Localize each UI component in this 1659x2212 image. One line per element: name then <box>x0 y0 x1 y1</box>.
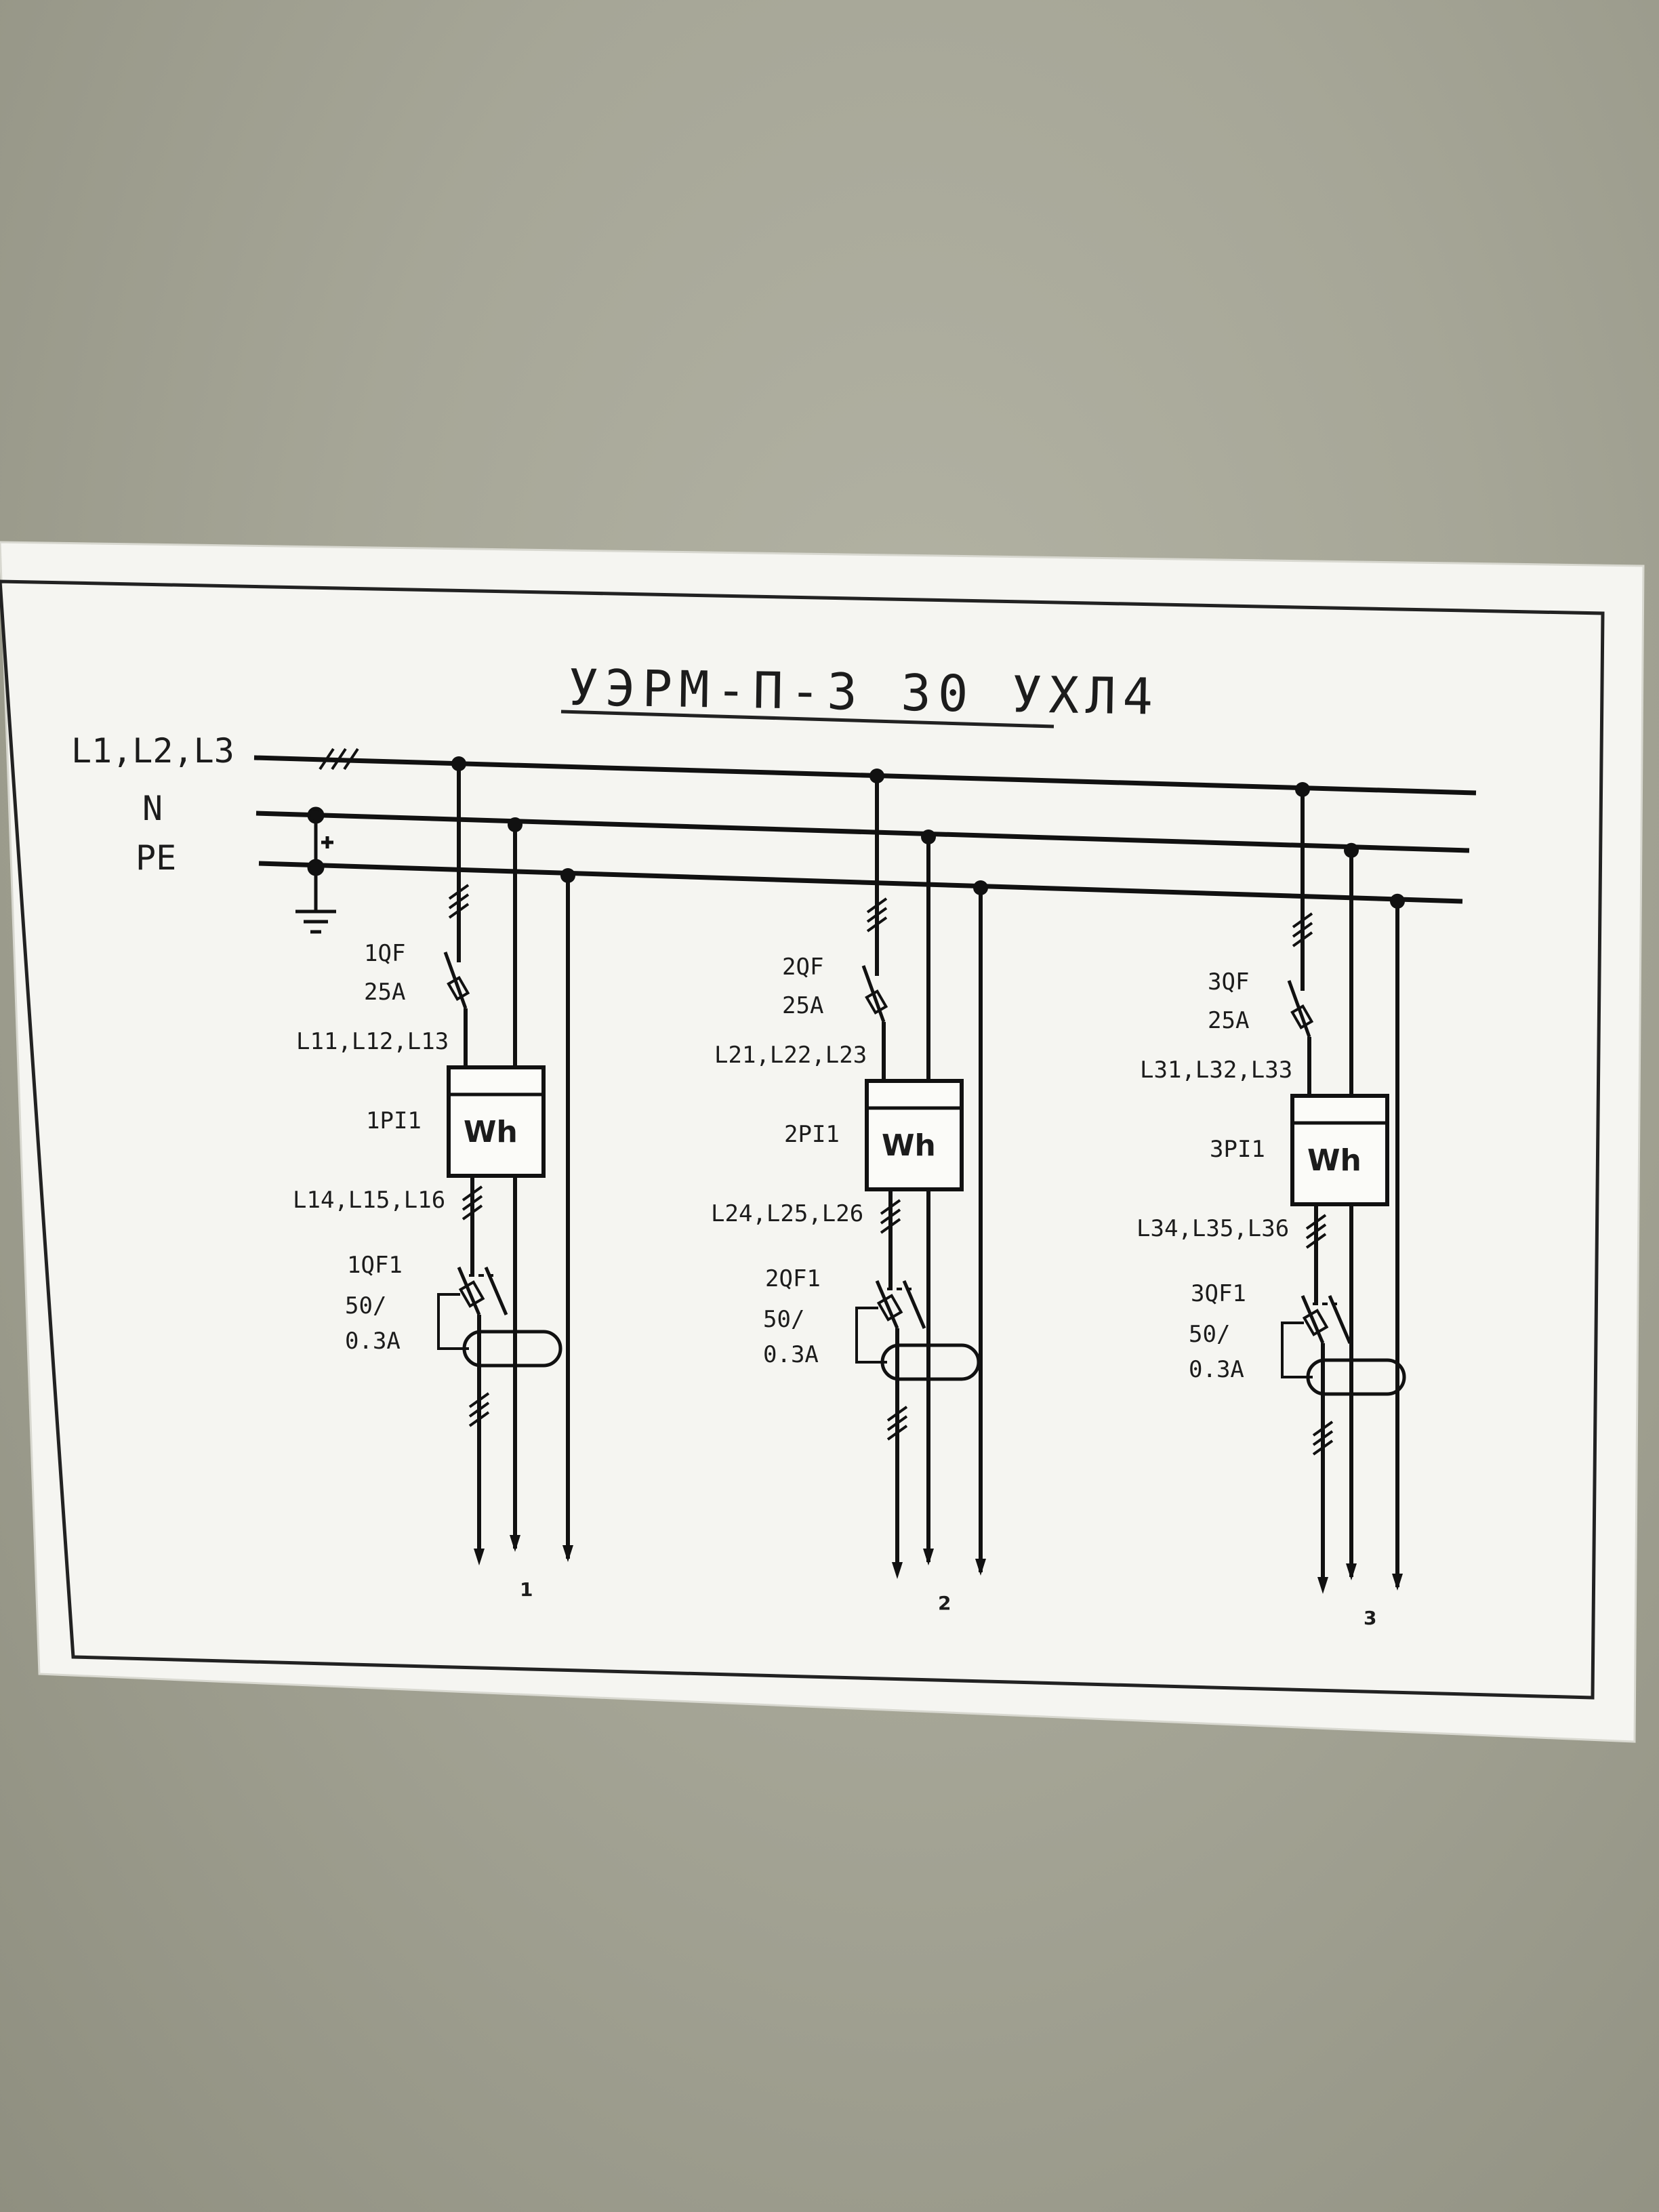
arrow <box>1317 1577 1328 1594</box>
rcd-sensitivity: 0.3A <box>1189 1356 1244 1383</box>
breaker-label: 1QF <box>364 940 405 967</box>
input-lines-label: L11,L12,L13 <box>296 1028 449 1055</box>
arrow <box>510 1535 520 1552</box>
rcd-sensitivity: 0.3A <box>763 1341 819 1368</box>
rcd-trip-element <box>876 1294 903 1322</box>
breaker-trip-element <box>1290 1004 1314 1029</box>
current-transformer <box>462 1330 562 1368</box>
title-underline <box>560 710 1054 729</box>
rcd-rating: 50/ <box>1189 1321 1230 1348</box>
rcd-contact <box>457 1267 481 1315</box>
output-lines-label: L24,L25,L26 <box>711 1200 863 1227</box>
rcd-contact <box>875 1280 899 1329</box>
ground-symbol <box>295 806 336 934</box>
breaker-rating: 25A <box>364 979 405 1006</box>
arrow <box>1346 1563 1357 1580</box>
rcd-sense-loop <box>855 1307 887 1364</box>
feeder-number: 2 <box>938 1592 951 1614</box>
bus-tick-marks <box>319 747 359 771</box>
breaker-trip-element <box>447 976 470 1001</box>
rcd-label: 1QF1 <box>347 1252 403 1279</box>
arrow <box>562 1545 573 1562</box>
breaker-label: 2QF <box>782 954 823 981</box>
meter-label: 1PI1 <box>366 1107 422 1134</box>
arrow <box>474 1549 485 1565</box>
energy-meter <box>1290 1094 1389 1206</box>
energy-meter <box>865 1079 964 1191</box>
meter-symbol: Wh <box>464 1115 518 1149</box>
energy-meter <box>447 1065 546 1178</box>
rcd-label: 2QF1 <box>765 1265 821 1292</box>
bus-label-phases: L1,L2,L3 <box>71 731 234 771</box>
rcd-label: 3QF1 <box>1191 1280 1246 1307</box>
arrow <box>892 1562 903 1579</box>
arrow <box>1392 1574 1403 1591</box>
breaker-trip-element <box>865 989 888 1015</box>
output-lines-label: L14,L15,L16 <box>293 1187 445 1214</box>
breaker-rating: 25A <box>782 992 823 1019</box>
arrow <box>975 1559 986 1576</box>
meter-symbol: Wh <box>1307 1143 1361 1178</box>
meter-label: 3PI1 <box>1210 1136 1265 1163</box>
rcd-trip-element <box>1302 1309 1329 1336</box>
bus-label-neutral: N <box>142 789 163 828</box>
breaker-label: 3QF <box>1208 968 1249 996</box>
feeder-number: 3 <box>1364 1607 1376 1629</box>
input-lines-label: L21,L22,L23 <box>714 1042 867 1069</box>
bus-label-pe: PE <box>136 838 176 878</box>
rcd-sense-loop <box>437 1293 469 1350</box>
arrow <box>923 1549 934 1565</box>
breaker-rating: 25A <box>1208 1007 1249 1034</box>
current-transformer <box>880 1343 981 1381</box>
current-transformer <box>1306 1358 1406 1396</box>
rcd-rating: 50/ <box>763 1306 804 1333</box>
drawing-frame <box>0 579 1605 1700</box>
rcd-sensitivity: 0.3A <box>345 1328 401 1355</box>
meter-symbol: Wh <box>882 1128 936 1163</box>
meter-label: 2PI1 <box>784 1121 840 1148</box>
rcd-sense-loop <box>1281 1322 1313 1378</box>
rcd-trip-element <box>458 1280 485 1308</box>
rcd-contact <box>1300 1295 1325 1344</box>
rcd-rating: 50/ <box>345 1292 386 1319</box>
feeder-number: 1 <box>520 1578 533 1601</box>
output-lines-label: L34,L35,L36 <box>1136 1215 1289 1242</box>
input-lines-label: L31,L32,L33 <box>1140 1057 1292 1084</box>
